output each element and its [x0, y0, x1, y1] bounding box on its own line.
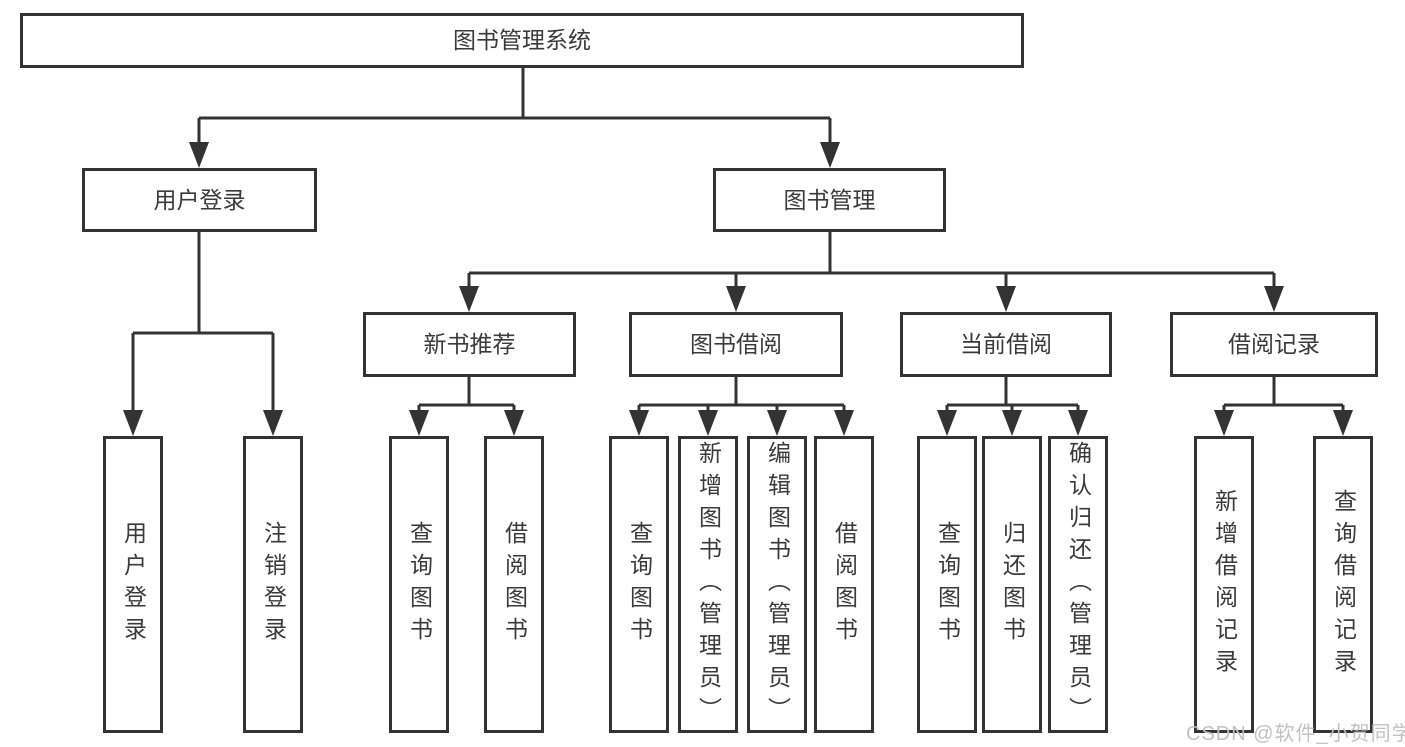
watermark: CSDN @软件_小贺同学: [1186, 723, 1405, 745]
leaf-query-borrow-record: 查询借阅记录: [1313, 436, 1373, 733]
leaf-query-books-borrowing: 查询图书: [609, 436, 669, 733]
node-new-book-recommendation: 新书推荐: [363, 312, 576, 377]
leaf-borrow-books-recommend: 借阅图书: [484, 436, 544, 733]
node-borrowing-records: 借阅记录: [1170, 312, 1378, 377]
leaf-add-book-admin: 新增图书（管理员）: [678, 436, 738, 733]
node-library-management-system: 图书管理系统: [20, 13, 1024, 68]
leaf-edit-book-admin: 编辑图书（管理员）: [747, 436, 807, 733]
leaf-user-login: 用户登录: [103, 436, 163, 733]
node-current-borrowing: 当前借阅: [900, 312, 1112, 377]
leaf-query-books-current: 查询图书: [917, 436, 977, 733]
node-user-login: 用户登录: [82, 168, 317, 232]
leaf-borrow-books-borrowing: 借阅图书: [814, 436, 874, 733]
leaf-confirm-return-admin: 确认归还（管理员）: [1048, 436, 1108, 733]
leaf-add-borrow-record: 新增借阅记录: [1194, 436, 1254, 733]
node-book-management: 图书管理: [713, 168, 946, 232]
node-book-borrowing: 图书借阅: [629, 312, 843, 377]
leaf-return-books: 归还图书: [982, 436, 1042, 733]
leaf-logout: 注销登录: [243, 436, 303, 733]
leaf-query-books-recommend: 查询图书: [389, 436, 449, 733]
